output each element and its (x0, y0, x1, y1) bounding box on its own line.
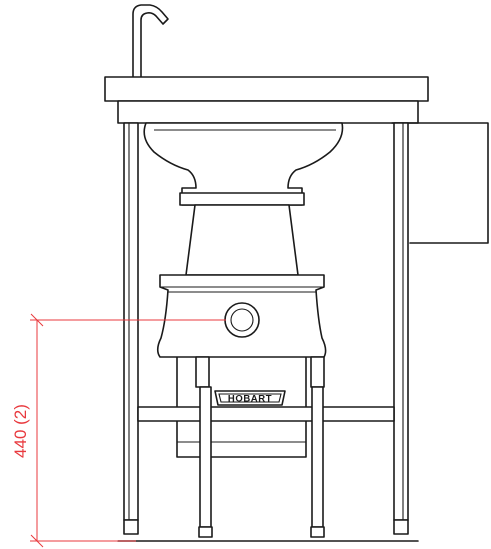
inlet-port (224, 302, 260, 338)
motor-brackets (195, 356, 325, 388)
faucet (132, 4, 169, 78)
dimension-label: 440 (2) (11, 404, 30, 458)
feet (123, 519, 409, 538)
table-top (104, 76, 429, 124)
side-drainboard (391, 122, 489, 244)
table-legs (123, 122, 409, 521)
height-dimension: 440 (2) (11, 313, 226, 548)
brand-label: HOBART (228, 394, 272, 405)
hobart-badge: HOBART (214, 390, 286, 406)
sink-funnel (143, 122, 344, 206)
disposer-upper-body (185, 204, 299, 276)
undershelf-crossbar (137, 406, 395, 422)
